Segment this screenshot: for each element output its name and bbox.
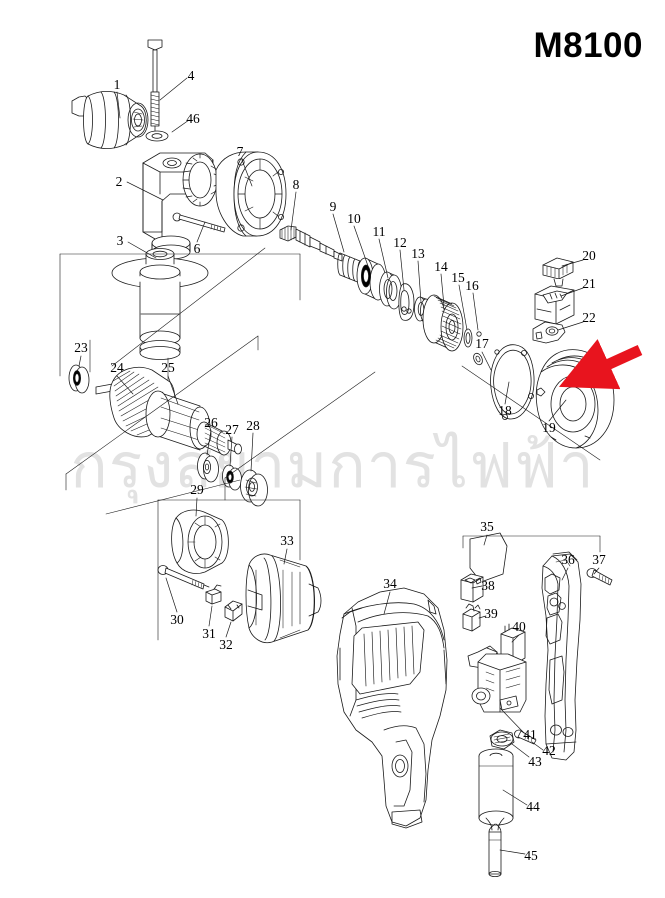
page-title: M8100 — [533, 26, 643, 65]
part-number-24: 24 — [110, 360, 124, 375]
part-number-15: 15 — [451, 270, 465, 285]
part-number-42: 42 — [542, 743, 556, 758]
part-number-30: 30 — [170, 612, 184, 627]
part-number-14: 14 — [434, 259, 448, 274]
part-number-8: 8 — [292, 177, 300, 192]
part-armature-assembly — [95, 366, 242, 456]
part-handle-cover-right — [541, 551, 582, 761]
part-trigger-switch — [467, 645, 527, 713]
part-number-21: 21 — [582, 276, 596, 291]
part-number-36: 36 — [561, 552, 575, 567]
part-drill-chuck — [71, 90, 149, 150]
part-number-19: 19 — [542, 420, 556, 435]
part-number-27: 27 — [225, 422, 239, 437]
part-gear-housing-cover — [215, 151, 287, 237]
part-flat-washer — [379, 271, 402, 310]
part-number-22: 22 — [582, 310, 596, 325]
part-number-6: 6 — [193, 241, 201, 256]
part-slide-switch-button — [542, 257, 574, 287]
part-retaining-ring — [398, 283, 415, 321]
part-number-1: 1 — [113, 77, 121, 92]
part-chuck-spindle-neck — [142, 152, 218, 260]
part-number-23: 23 — [74, 340, 88, 355]
part-number-41: 41 — [523, 727, 537, 742]
part-brush-holder-cap — [224, 600, 243, 622]
part-number-40: 40 — [512, 619, 526, 634]
part-number-45: 45 — [524, 848, 538, 863]
part-switch-screw — [514, 729, 537, 745]
part-number-37: 37 — [592, 552, 606, 567]
part-number-16: 16 — [465, 278, 479, 293]
part-number-34: 34 — [383, 576, 397, 591]
part-number-32: 32 — [219, 637, 233, 652]
part-number-43: 43 — [528, 754, 542, 769]
part-spindle — [279, 225, 343, 262]
part-number-18: 18 — [498, 403, 512, 418]
part-number-38: 38 — [481, 578, 495, 593]
group-bracket-lines — [59, 247, 601, 641]
part-number-3: 3 — [116, 233, 124, 248]
part-tapping-screw — [586, 568, 613, 586]
part-number-25: 25 — [161, 360, 175, 375]
part-number-10: 10 — [347, 211, 361, 226]
part-number-20: 20 — [582, 248, 596, 263]
part-name-plate — [469, 532, 508, 583]
part-chuck-washer — [145, 130, 169, 142]
part-rubber-seal-ring — [68, 364, 90, 394]
part-noise-suppressor — [462, 603, 481, 632]
part-number-11: 11 — [372, 224, 386, 239]
part-number-9: 9 — [329, 199, 337, 214]
part-field-stator — [245, 553, 322, 644]
part-carbon-brush — [205, 584, 222, 605]
part-switch-bracket — [532, 321, 566, 344]
part-number-35: 35 — [480, 519, 494, 534]
part-o-ring — [463, 328, 473, 348]
part-ball-bearing — [356, 257, 387, 301]
part-bearing-retainer — [171, 509, 229, 574]
part-motor-housing-left — [336, 587, 448, 829]
part-side-handle — [111, 248, 209, 360]
part-number-17: 17 — [475, 336, 489, 351]
part-ball-bearing-rear — [240, 469, 268, 507]
part-number-26: 26 — [204, 415, 218, 430]
part-gear-cover-plate — [490, 344, 535, 420]
part-speed-control-module — [534, 285, 575, 325]
part-number-33: 33 — [280, 533, 294, 548]
part-number-44: 44 — [526, 799, 540, 814]
part-number-28: 28 — [246, 418, 260, 433]
part-chuck-screw — [147, 39, 163, 132]
red-highlight-arrow — [558, 339, 643, 390]
part-insulation-washer — [197, 452, 219, 483]
leader-lines — [78, 77, 600, 855]
part-steel-ball — [476, 331, 482, 337]
part-number-39: 39 — [484, 606, 498, 621]
part-number-4: 4 — [187, 68, 195, 83]
part-number-31: 31 — [202, 626, 216, 641]
part-number-7: 7 — [236, 144, 244, 159]
part-cord-clamp — [489, 729, 515, 750]
part-number-13: 13 — [411, 246, 425, 261]
part-strain-relief-sleeve — [478, 748, 514, 826]
part-helical-gear — [422, 294, 464, 352]
part-number-29: 29 — [190, 482, 204, 497]
part-number-2: 2 — [115, 174, 123, 189]
part-number-46: 46 — [186, 111, 200, 126]
part-gasket-seal — [473, 352, 483, 366]
part-compression-spring — [337, 252, 361, 284]
part-housing-screw — [172, 212, 226, 233]
part-number-12: 12 — [393, 235, 407, 250]
part-power-cord — [485, 817, 505, 878]
